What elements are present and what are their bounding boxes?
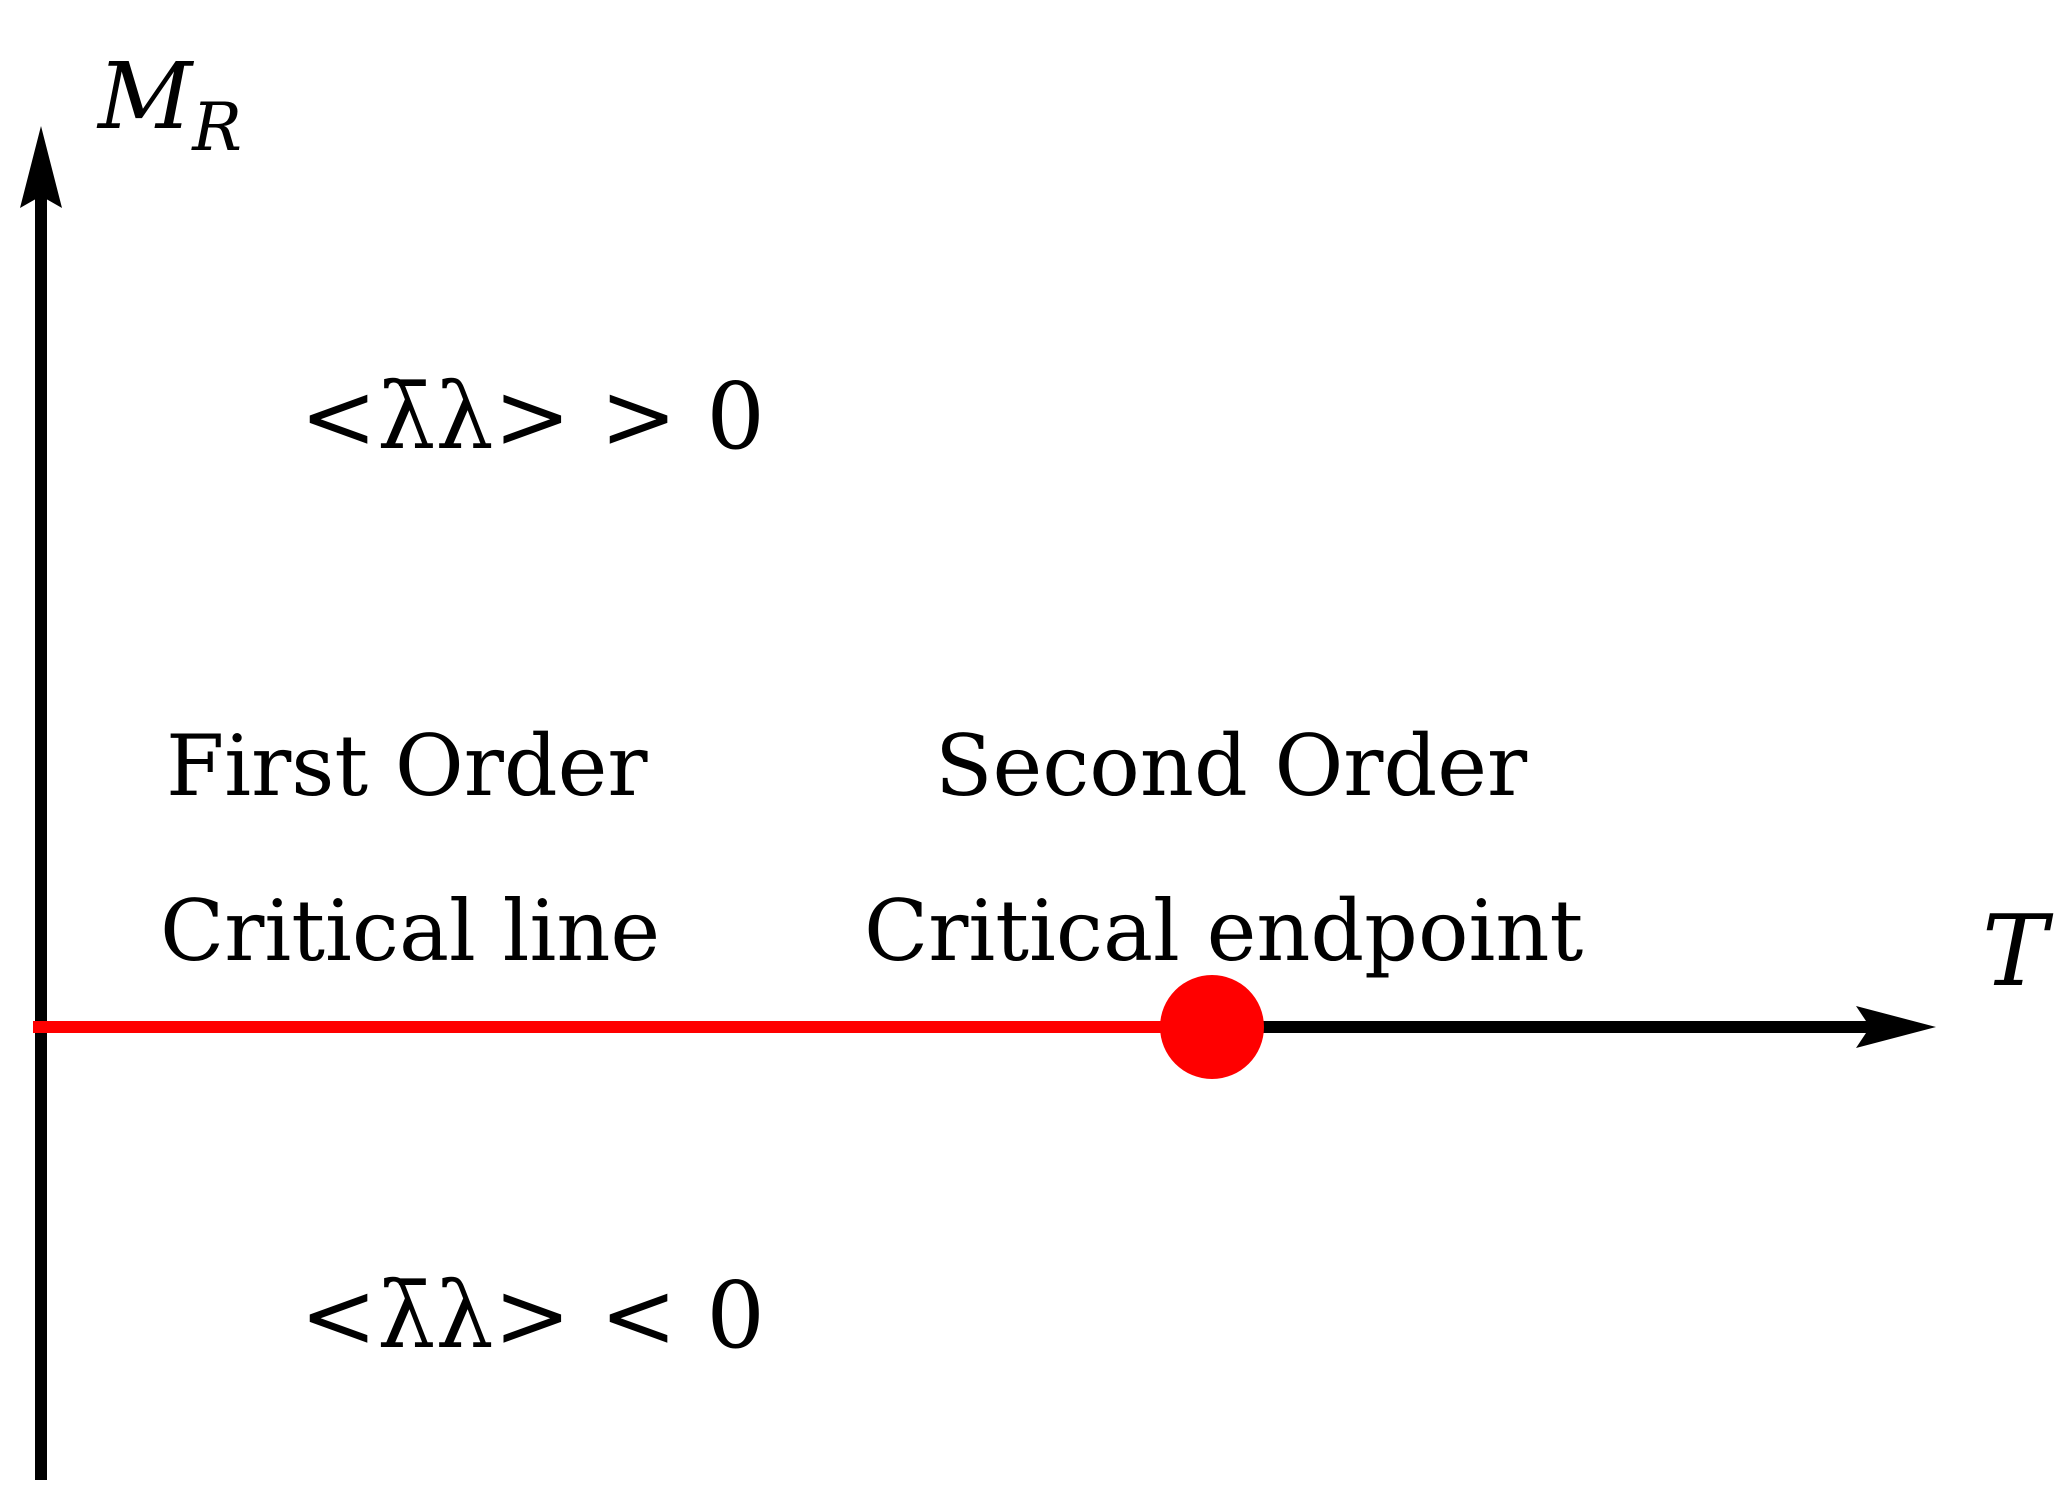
second-order-label: Second Order	[935, 717, 1528, 815]
first-order-label: First Order	[166, 717, 648, 815]
y-axis-label-main: M	[96, 43, 195, 150]
lower-region-condition: <λ̄λ> < 0	[300, 1262, 765, 1369]
x-axis-arrowhead	[1856, 1006, 1936, 1048]
upper-region-condition: <λ̄λ> > 0	[300, 363, 765, 470]
critical-line-label: Critical line	[160, 882, 660, 980]
y-axis-arrowhead	[20, 126, 62, 208]
y-axis-label: MR	[96, 43, 242, 166]
critical-endpoint-label: Critical endpoint	[864, 882, 1583, 980]
critical-endpoint-marker	[1160, 975, 1264, 1079]
y-axis-label-sub: R	[191, 89, 242, 166]
x-axis-label: T	[1982, 895, 2054, 1009]
